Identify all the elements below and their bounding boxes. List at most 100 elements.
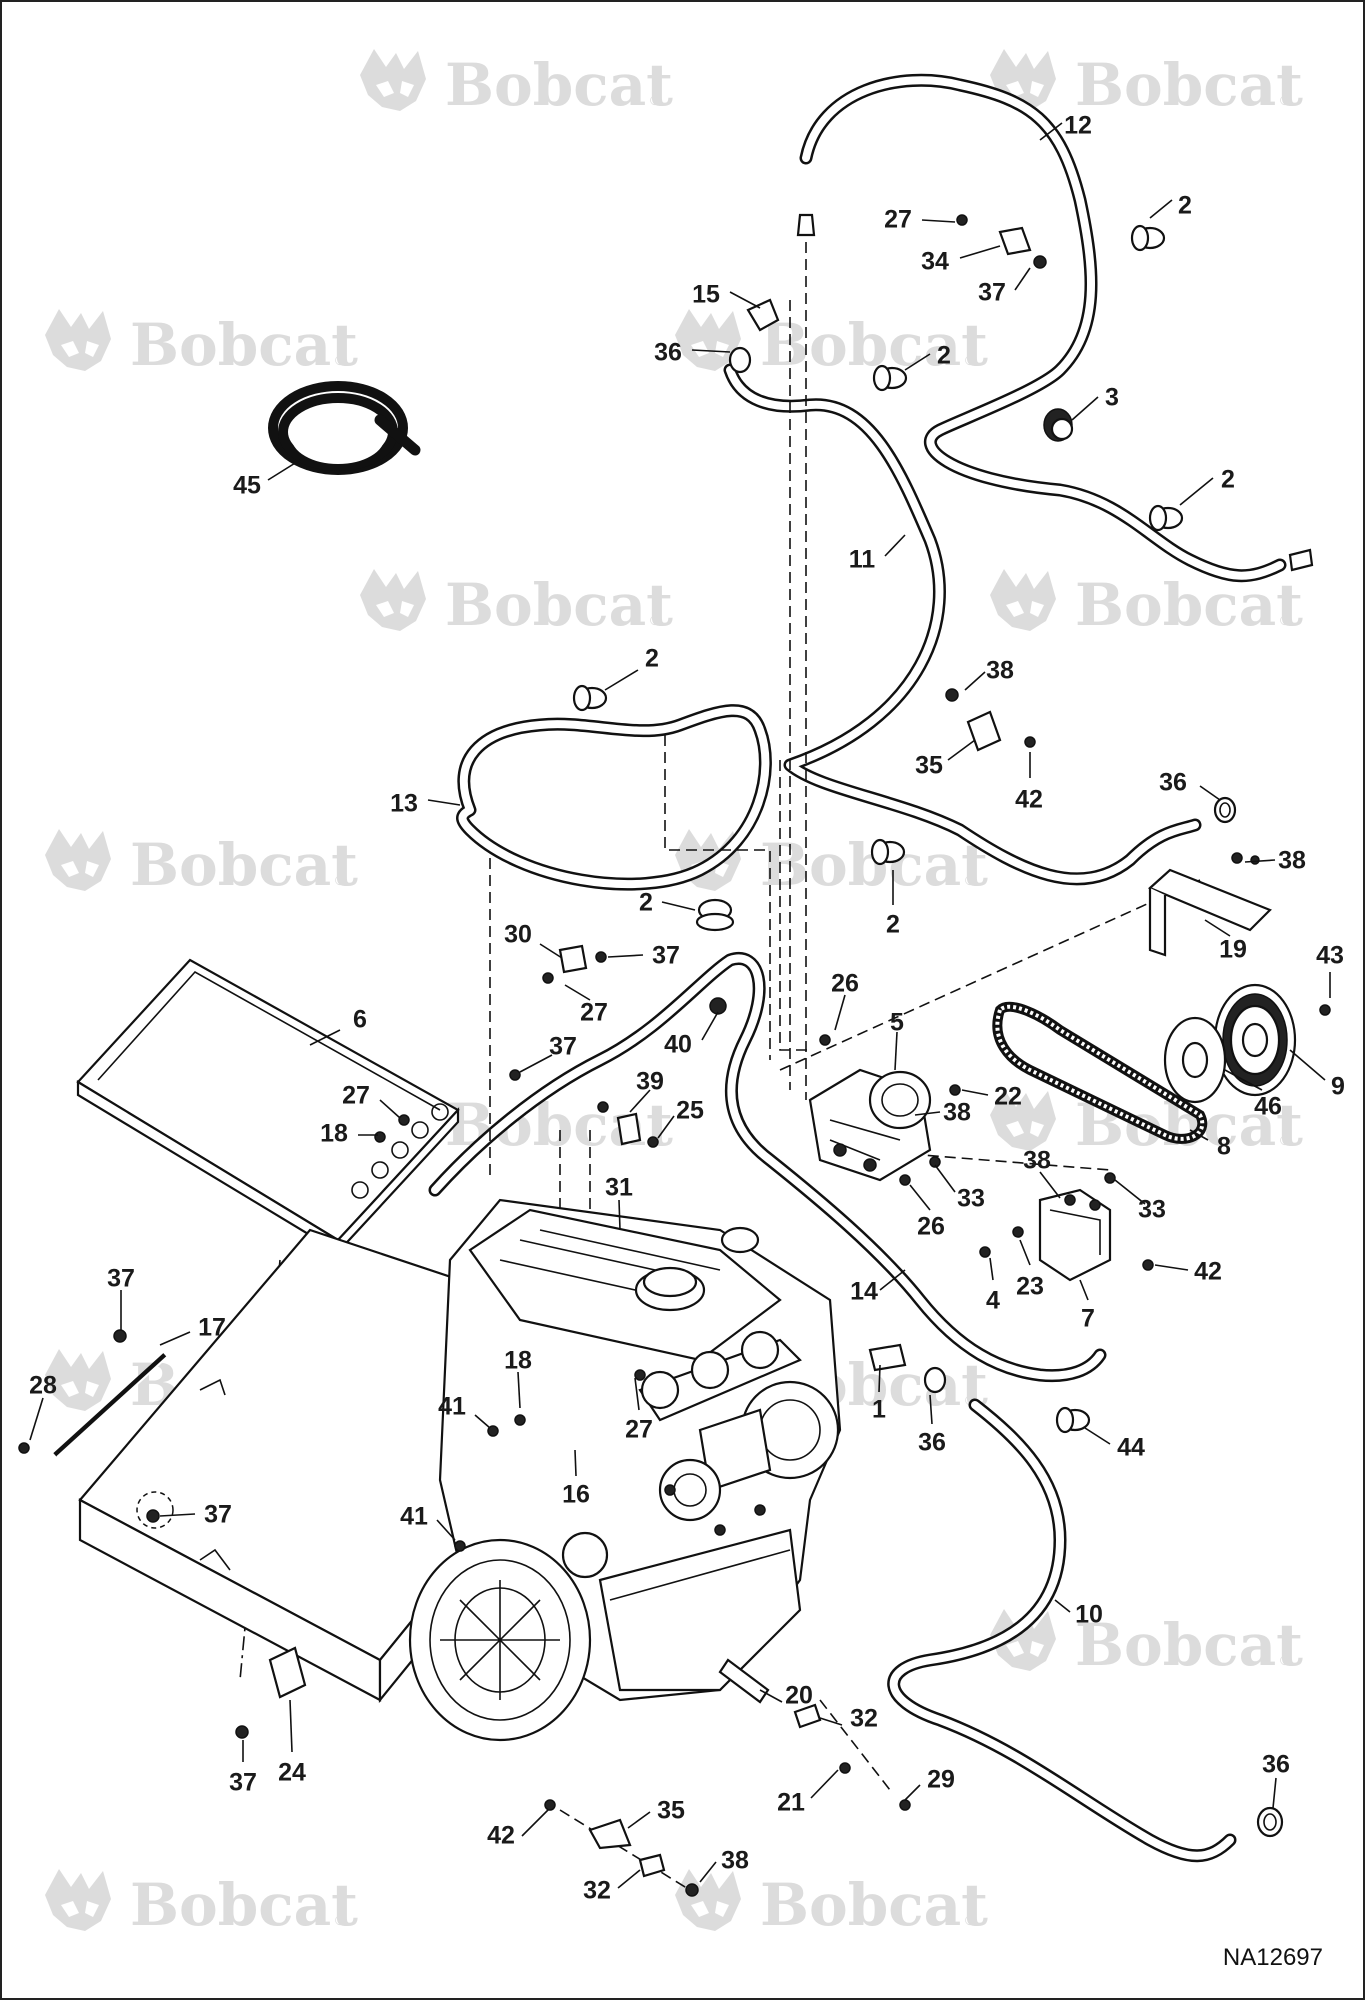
watermark: Bobcat®: [675, 309, 988, 379]
watermark-brand-text: Bobcat: [445, 571, 673, 639]
callout-2: 2: [645, 645, 659, 673]
callout-36: 36: [1262, 1751, 1290, 1779]
callout-46: 46: [1254, 1093, 1282, 1121]
callout-38: 38: [986, 657, 1014, 685]
watermark-registered-mark: ®: [335, 352, 346, 368]
watermark-registered-mark: ®: [965, 352, 976, 368]
callout-6: 6: [353, 1006, 367, 1034]
bobcat-logo-icon: [360, 569, 426, 631]
callout-41: 41: [400, 1503, 428, 1531]
callout-2: 2: [639, 889, 653, 917]
watermark-brand-text: Bobcat: [760, 311, 988, 379]
leader-lines: [29, 122, 1331, 1889]
watermark: Bobcat®: [45, 309, 358, 379]
callout-43: 43: [1316, 942, 1344, 970]
callout-5: 5: [890, 1009, 904, 1037]
callout-35: 35: [915, 752, 943, 780]
bobcat-logo-icon: [45, 309, 111, 371]
rod-17: [53, 1353, 168, 1458]
callout-34: 34: [921, 248, 949, 276]
watermark-brand-text: Bobcat: [445, 51, 673, 119]
belt-8: [992, 1001, 1208, 1144]
bracket-7: [1038, 1188, 1112, 1282]
watermark-brand-text: Bobcat: [130, 1871, 358, 1939]
watermark-registered-mark: ®: [965, 1912, 976, 1928]
hose-10: [887, 1398, 1237, 1863]
callout-26: 26: [831, 970, 859, 998]
callout-12: 12: [1064, 112, 1092, 140]
callout-20: 20: [785, 1682, 813, 1710]
watermark-registered-mark: ®: [335, 1912, 346, 1928]
watermark-brand-text: Bobcat: [760, 1871, 988, 1939]
watermark-registered-mark: ®: [965, 872, 976, 888]
watermark: Bobcat®: [45, 1869, 358, 1939]
watermark: Bobcat®: [675, 1869, 988, 1939]
heater-core-6: [76, 958, 460, 1255]
callout-37: 37: [204, 1501, 232, 1529]
callout-27: 27: [884, 206, 912, 234]
callout-29: 29: [927, 1766, 955, 1794]
callout-24: 24: [278, 1759, 306, 1787]
bobcat-logo-icon: [675, 1869, 741, 1931]
callout-26: 26: [917, 1213, 945, 1241]
hose-13: [456, 704, 772, 891]
watermark-registered-mark: ®: [650, 92, 661, 108]
callout-36: 36: [1159, 769, 1187, 797]
callout-33: 33: [1138, 1196, 1166, 1224]
pulley-9: [1213, 983, 1297, 1097]
callout-8: 8: [1217, 1133, 1231, 1161]
callout-30: 30: [504, 921, 532, 949]
callout-31: 31: [605, 1174, 633, 1202]
callout-10: 10: [1075, 1601, 1103, 1629]
watermark-brand-text: Bobcat: [1075, 571, 1303, 639]
callout-40: 40: [664, 1031, 692, 1059]
bobcat-logo-icon: [990, 569, 1056, 631]
watermark-brand-text: Bobcat: [130, 831, 358, 899]
plate-46: [1163, 1016, 1227, 1104]
watermark: Bobcat®: [360, 569, 673, 639]
watermark: Bobcat®: [360, 49, 673, 119]
hose-clamps: [18, 213, 1331, 1897]
callout-35: 35: [657, 1797, 685, 1825]
bobcat-logo-icon: [45, 829, 111, 891]
callout-15: 15: [692, 281, 720, 309]
callout-27: 27: [625, 1416, 653, 1444]
bobcat-logo-icon: [360, 49, 426, 111]
callout-4: 4: [986, 1287, 1000, 1315]
callout-32: 32: [850, 1705, 878, 1733]
watermark-registered-mark: ®: [650, 612, 661, 628]
hose-14: [428, 952, 1107, 1383]
watermark-brand-text: Bobcat: [130, 311, 358, 379]
watermark: Bobcat®: [990, 1609, 1303, 1679]
engine-block: [408, 1198, 842, 1742]
watermark-registered-mark: ®: [965, 1392, 976, 1408]
watermark-registered-mark: ®: [335, 872, 346, 888]
callout-14: 14: [850, 1278, 878, 1306]
callout-37: 37: [978, 279, 1006, 307]
callout-2: 2: [937, 342, 951, 370]
callout-44: 44: [1117, 1434, 1145, 1462]
watermark-registered-mark: ®: [1280, 92, 1291, 108]
callout-23: 23: [1016, 1273, 1044, 1301]
hose-coil-45: [268, 381, 421, 475]
watermark-registered-mark: ®: [1280, 1652, 1291, 1668]
callout-2: 2: [886, 911, 900, 939]
callout-38: 38: [1278, 847, 1306, 875]
callout-19: 19: [1219, 936, 1247, 964]
callout-45: 45: [233, 472, 261, 500]
callout-37: 37: [229, 1769, 257, 1797]
callout-27: 27: [342, 1082, 370, 1110]
hose-12: [799, 73, 1287, 583]
watermark: Bobcat®: [990, 49, 1303, 119]
callout-27: 27: [580, 999, 608, 1027]
callout-18: 18: [320, 1120, 348, 1148]
callout-2: 2: [1221, 466, 1235, 494]
callout-32: 32: [583, 1877, 611, 1905]
callout-13: 13: [390, 790, 418, 818]
callout-11: 11: [849, 546, 876, 574]
callout-25: 25: [676, 1097, 704, 1125]
callout-3: 3: [1105, 384, 1119, 412]
callout-38: 38: [943, 1099, 971, 1127]
